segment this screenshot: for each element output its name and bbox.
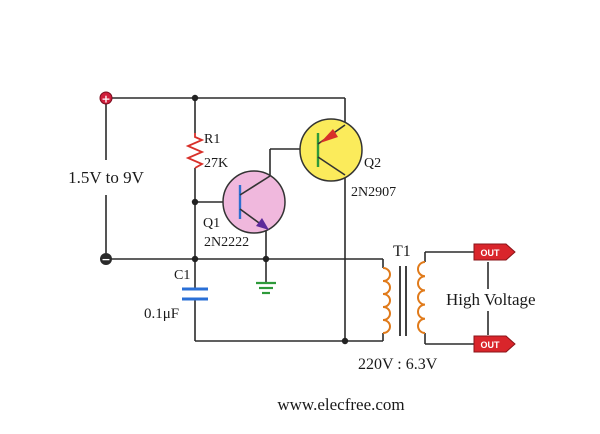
transformer-t1	[382, 261, 426, 336]
minus-symbol: −	[101, 253, 110, 266]
out-tag-bottom-label: OUT	[481, 340, 501, 350]
q1-part-number: 2N2222	[204, 235, 249, 250]
negative-terminal: −	[100, 253, 112, 266]
wires	[105, 97, 489, 345]
c1-value: 0.1μF	[144, 306, 179, 322]
transistor-q2	[299, 118, 363, 182]
ground-symbol	[256, 281, 276, 295]
supply-voltage-label: 1.5V to 9V	[68, 168, 144, 187]
capacitor-c1	[182, 287, 208, 301]
q2-part-number: 2N2907	[351, 185, 396, 200]
plus-symbol: +	[101, 93, 110, 106]
r1-value: 27K	[204, 156, 228, 171]
t1-name: T1	[393, 243, 411, 260]
out-tag-bottom: OUT	[473, 335, 516, 353]
positive-terminal: +	[99, 91, 113, 106]
website-footer: www.elecfree.com	[277, 395, 404, 414]
r1-name: R1	[204, 132, 220, 147]
resistor-r1	[185, 133, 205, 169]
c1-name: C1	[174, 268, 190, 283]
junction-dots	[191, 94, 349, 345]
transistor-q1	[222, 170, 286, 234]
q2-name: Q2	[364, 156, 381, 171]
q1-name: Q1	[203, 216, 220, 231]
high-voltage-label: High Voltage	[446, 290, 536, 309]
out-tag-top-label: OUT	[481, 248, 501, 258]
t1-ratio: 220V : 6.3V	[358, 356, 438, 373]
out-tag-top: OUT	[473, 243, 516, 261]
